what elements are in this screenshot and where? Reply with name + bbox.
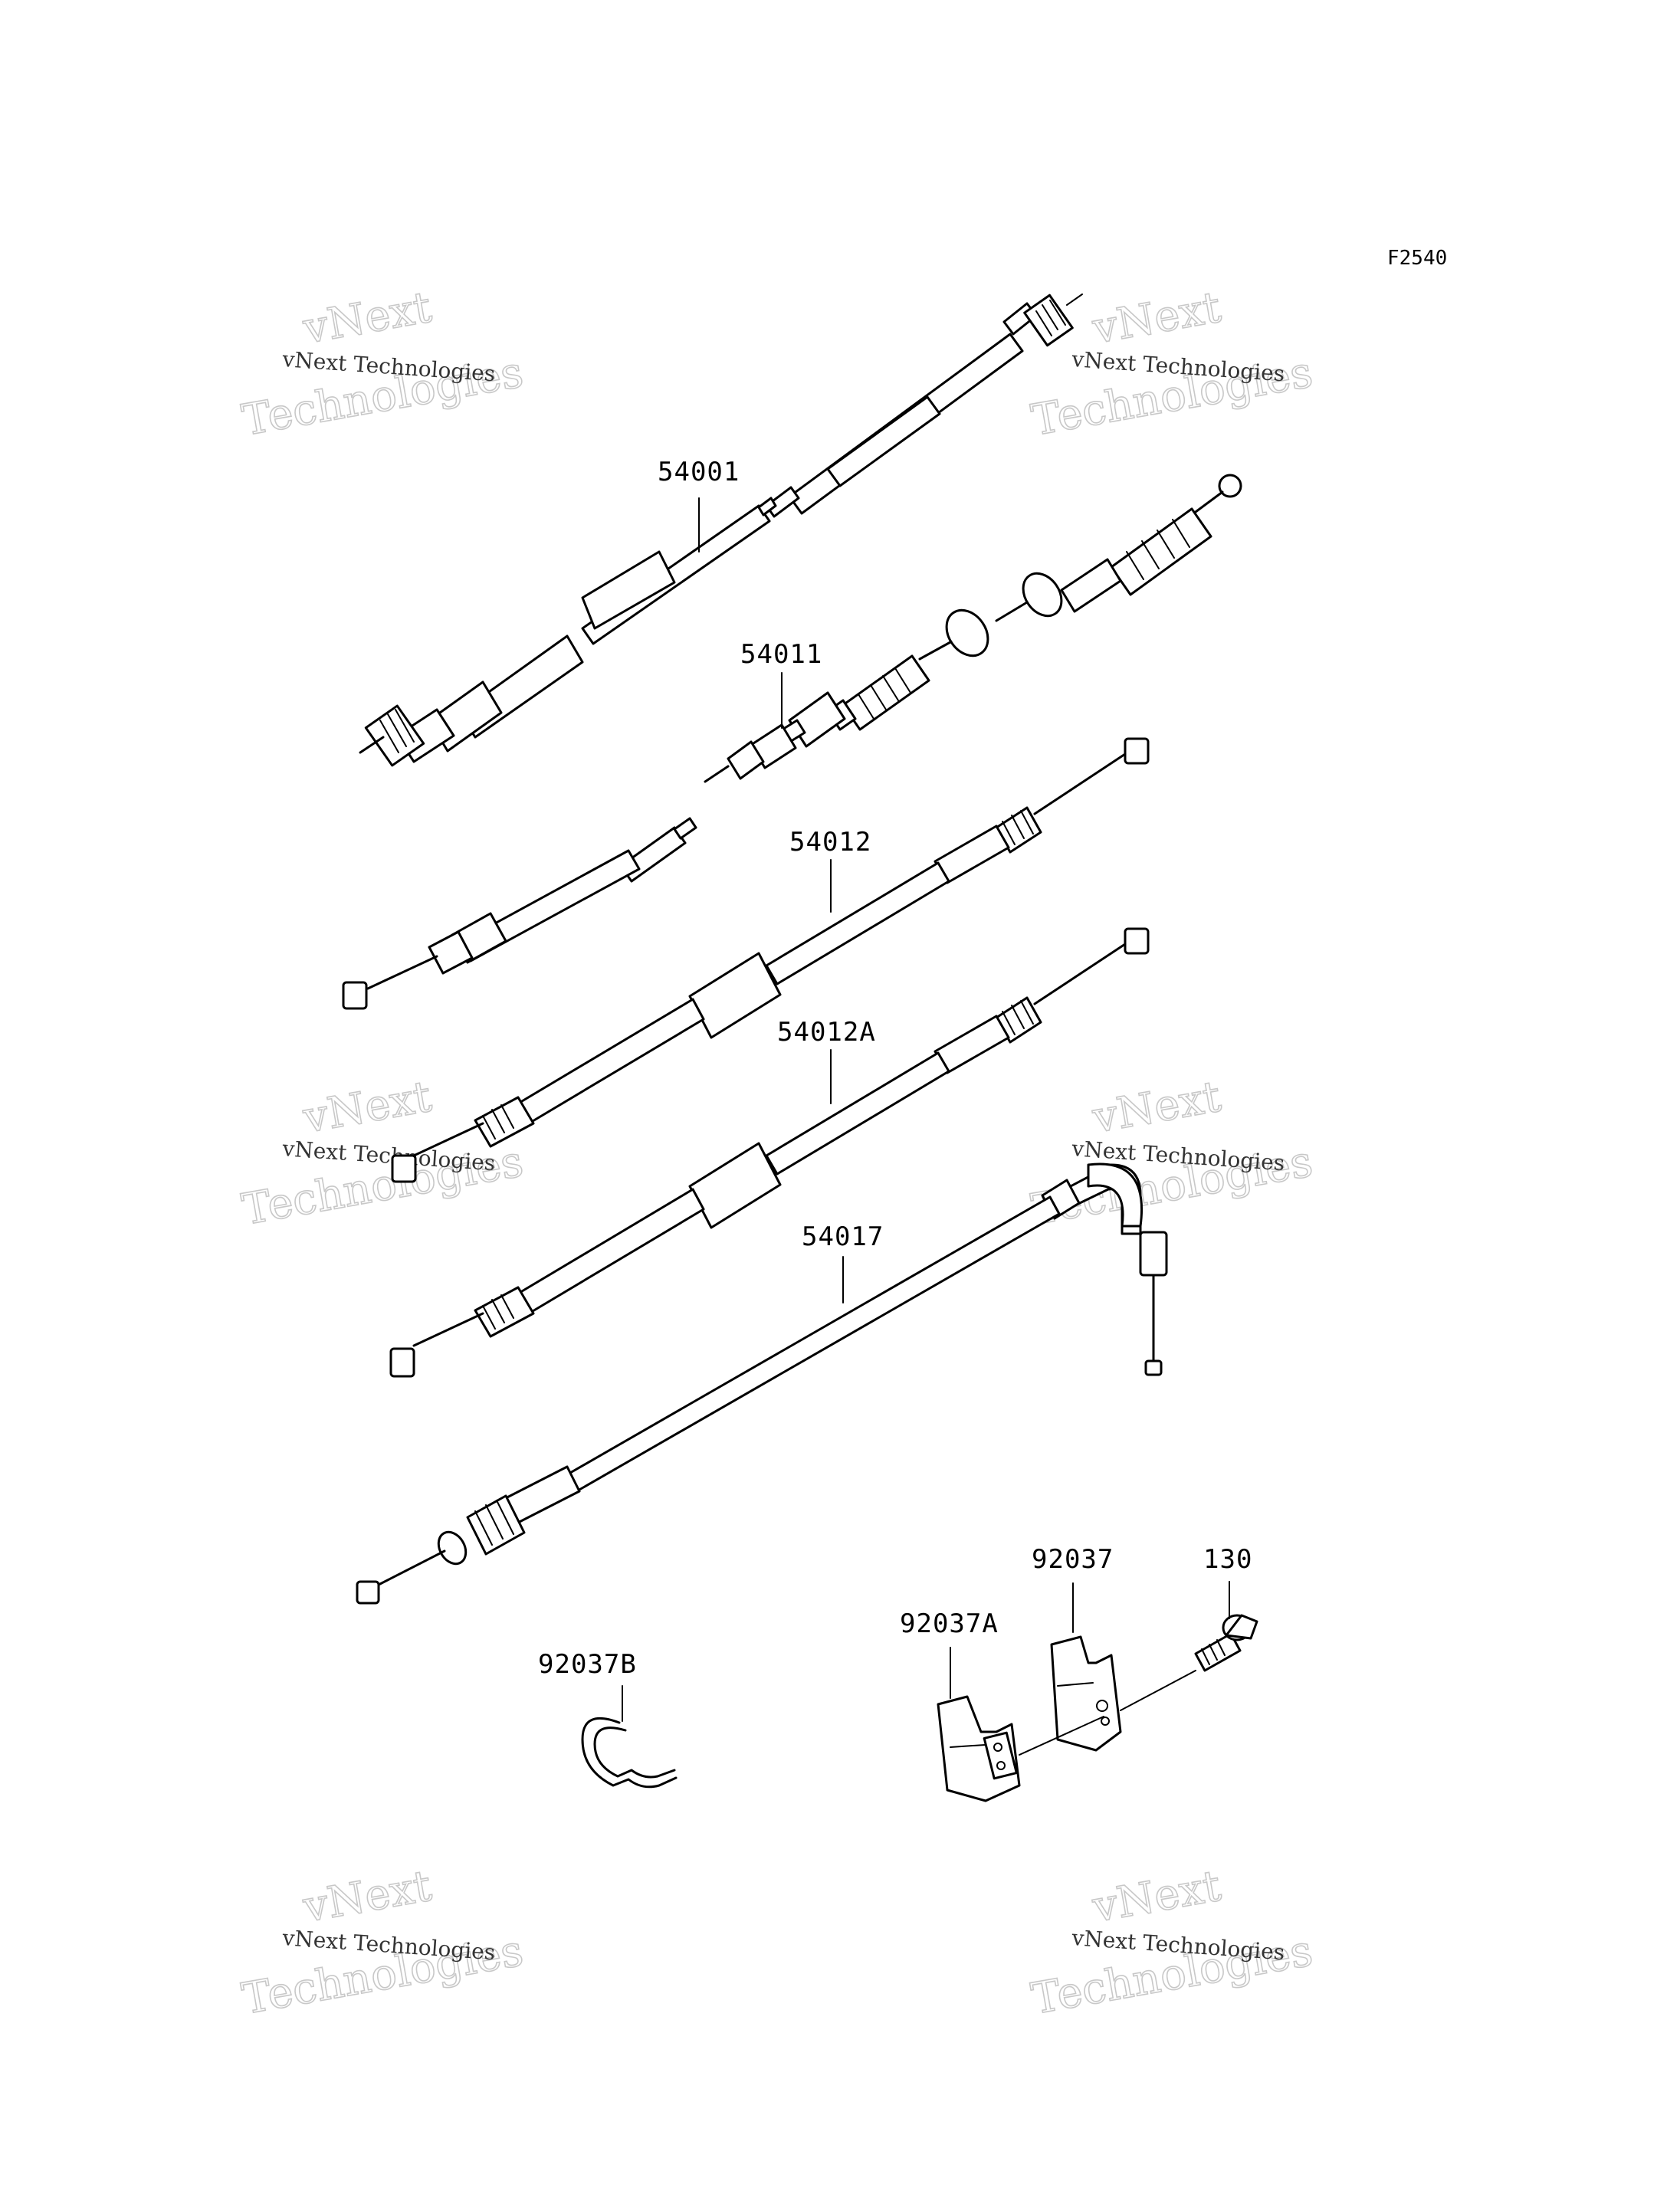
watermark-big-top: vNext (1088, 1072, 1225, 1143)
part-label-92037A: 92037A (900, 1608, 999, 1639)
watermark-bottom-right: vNext Technologies vNext Technologies (1027, 1861, 1317, 2025)
part-label-54012: 54012 (789, 827, 871, 857)
watermark-top-left: vNext Technologies vNext Technologies (238, 282, 527, 447)
figure-code: F2540 (1387, 247, 1447, 270)
part-54011-clutch-cable[interactable]: 54011 (342, 474, 1242, 1010)
watermark-bottom-left: vNext Technologies vNext Technologies (238, 1861, 527, 2025)
watermark-big-top: vNext (299, 1861, 435, 1933)
part-label-92037B: 92037B (538, 1649, 637, 1680)
watermark-big-top: vNext (299, 1072, 435, 1143)
watermark-mid-right: vNext Technologies vNext Technologies (1027, 1071, 1317, 1236)
watermark-big-top: vNext (299, 283, 435, 354)
watermark-big-top: vNext (1088, 283, 1225, 354)
part-label-92037: 92037 (1032, 1544, 1114, 1575)
part-92037-bracket[interactable]: 92037 (1019, 1544, 1196, 1756)
part-label-54001: 54001 (658, 457, 740, 487)
part-92037A-clamp[interactable]: 92037A (900, 1608, 1021, 1802)
part-label-54011: 54011 (740, 639, 822, 670)
part-54012A-throttle-cable[interactable]: 54012A (389, 927, 1150, 1378)
part-130-bolt[interactable]: 130 (1194, 1544, 1258, 1672)
watermark-big-top: vNext (1088, 1861, 1225, 1933)
part-92037B-clip[interactable]: 92037B (538, 1649, 678, 1789)
watermark-top-right: vNext Technologies vNext Technologies (1027, 282, 1317, 447)
part-54001-speedometer-cable[interactable]: 54001 (359, 293, 1083, 767)
part-label-54012A: 54012A (777, 1017, 876, 1048)
part-label-54017: 54017 (802, 1221, 884, 1252)
part-label-130: 130 (1203, 1544, 1252, 1575)
part-54012-throttle-cable[interactable]: 54012 (391, 737, 1150, 1183)
watermark-mid-left: vNext Technologies vNext Technologies (238, 1071, 527, 1236)
part-54017-choke-cable[interactable]: 54017 (356, 1162, 1168, 1605)
